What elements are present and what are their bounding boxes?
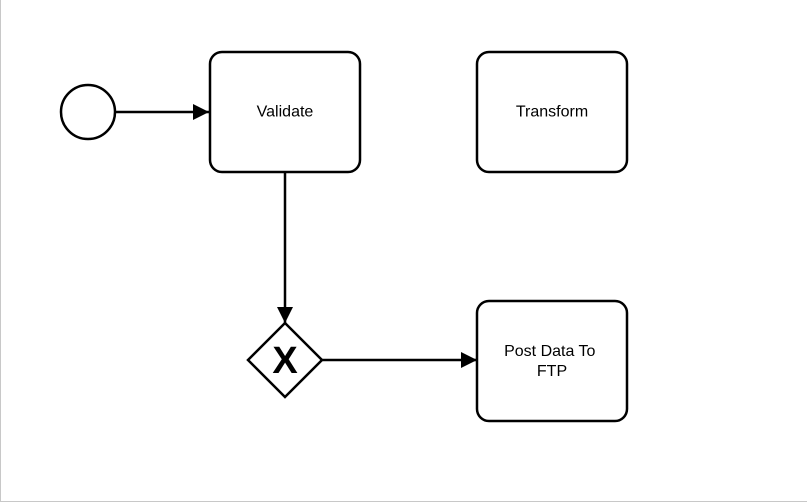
exclusive-gateway[interactable]: X (246, 321, 324, 399)
task-post-data-label: Post Data To FTP (504, 343, 600, 380)
task-post-data-to-ftp[interactable]: Post Data To FTP (475, 299, 629, 423)
start-event[interactable] (59, 83, 117, 141)
task-validate[interactable]: Validate (208, 50, 362, 174)
gateway-x-marker-icon: X (272, 340, 298, 382)
task-post-data-label-line2: FTP (537, 363, 567, 380)
task-transform-label: Transform (516, 104, 588, 121)
task-transform[interactable]: Transform (475, 50, 629, 174)
task-post-data-label-line1: Post Data To (504, 343, 595, 360)
task-validate-label: Validate (257, 104, 314, 121)
